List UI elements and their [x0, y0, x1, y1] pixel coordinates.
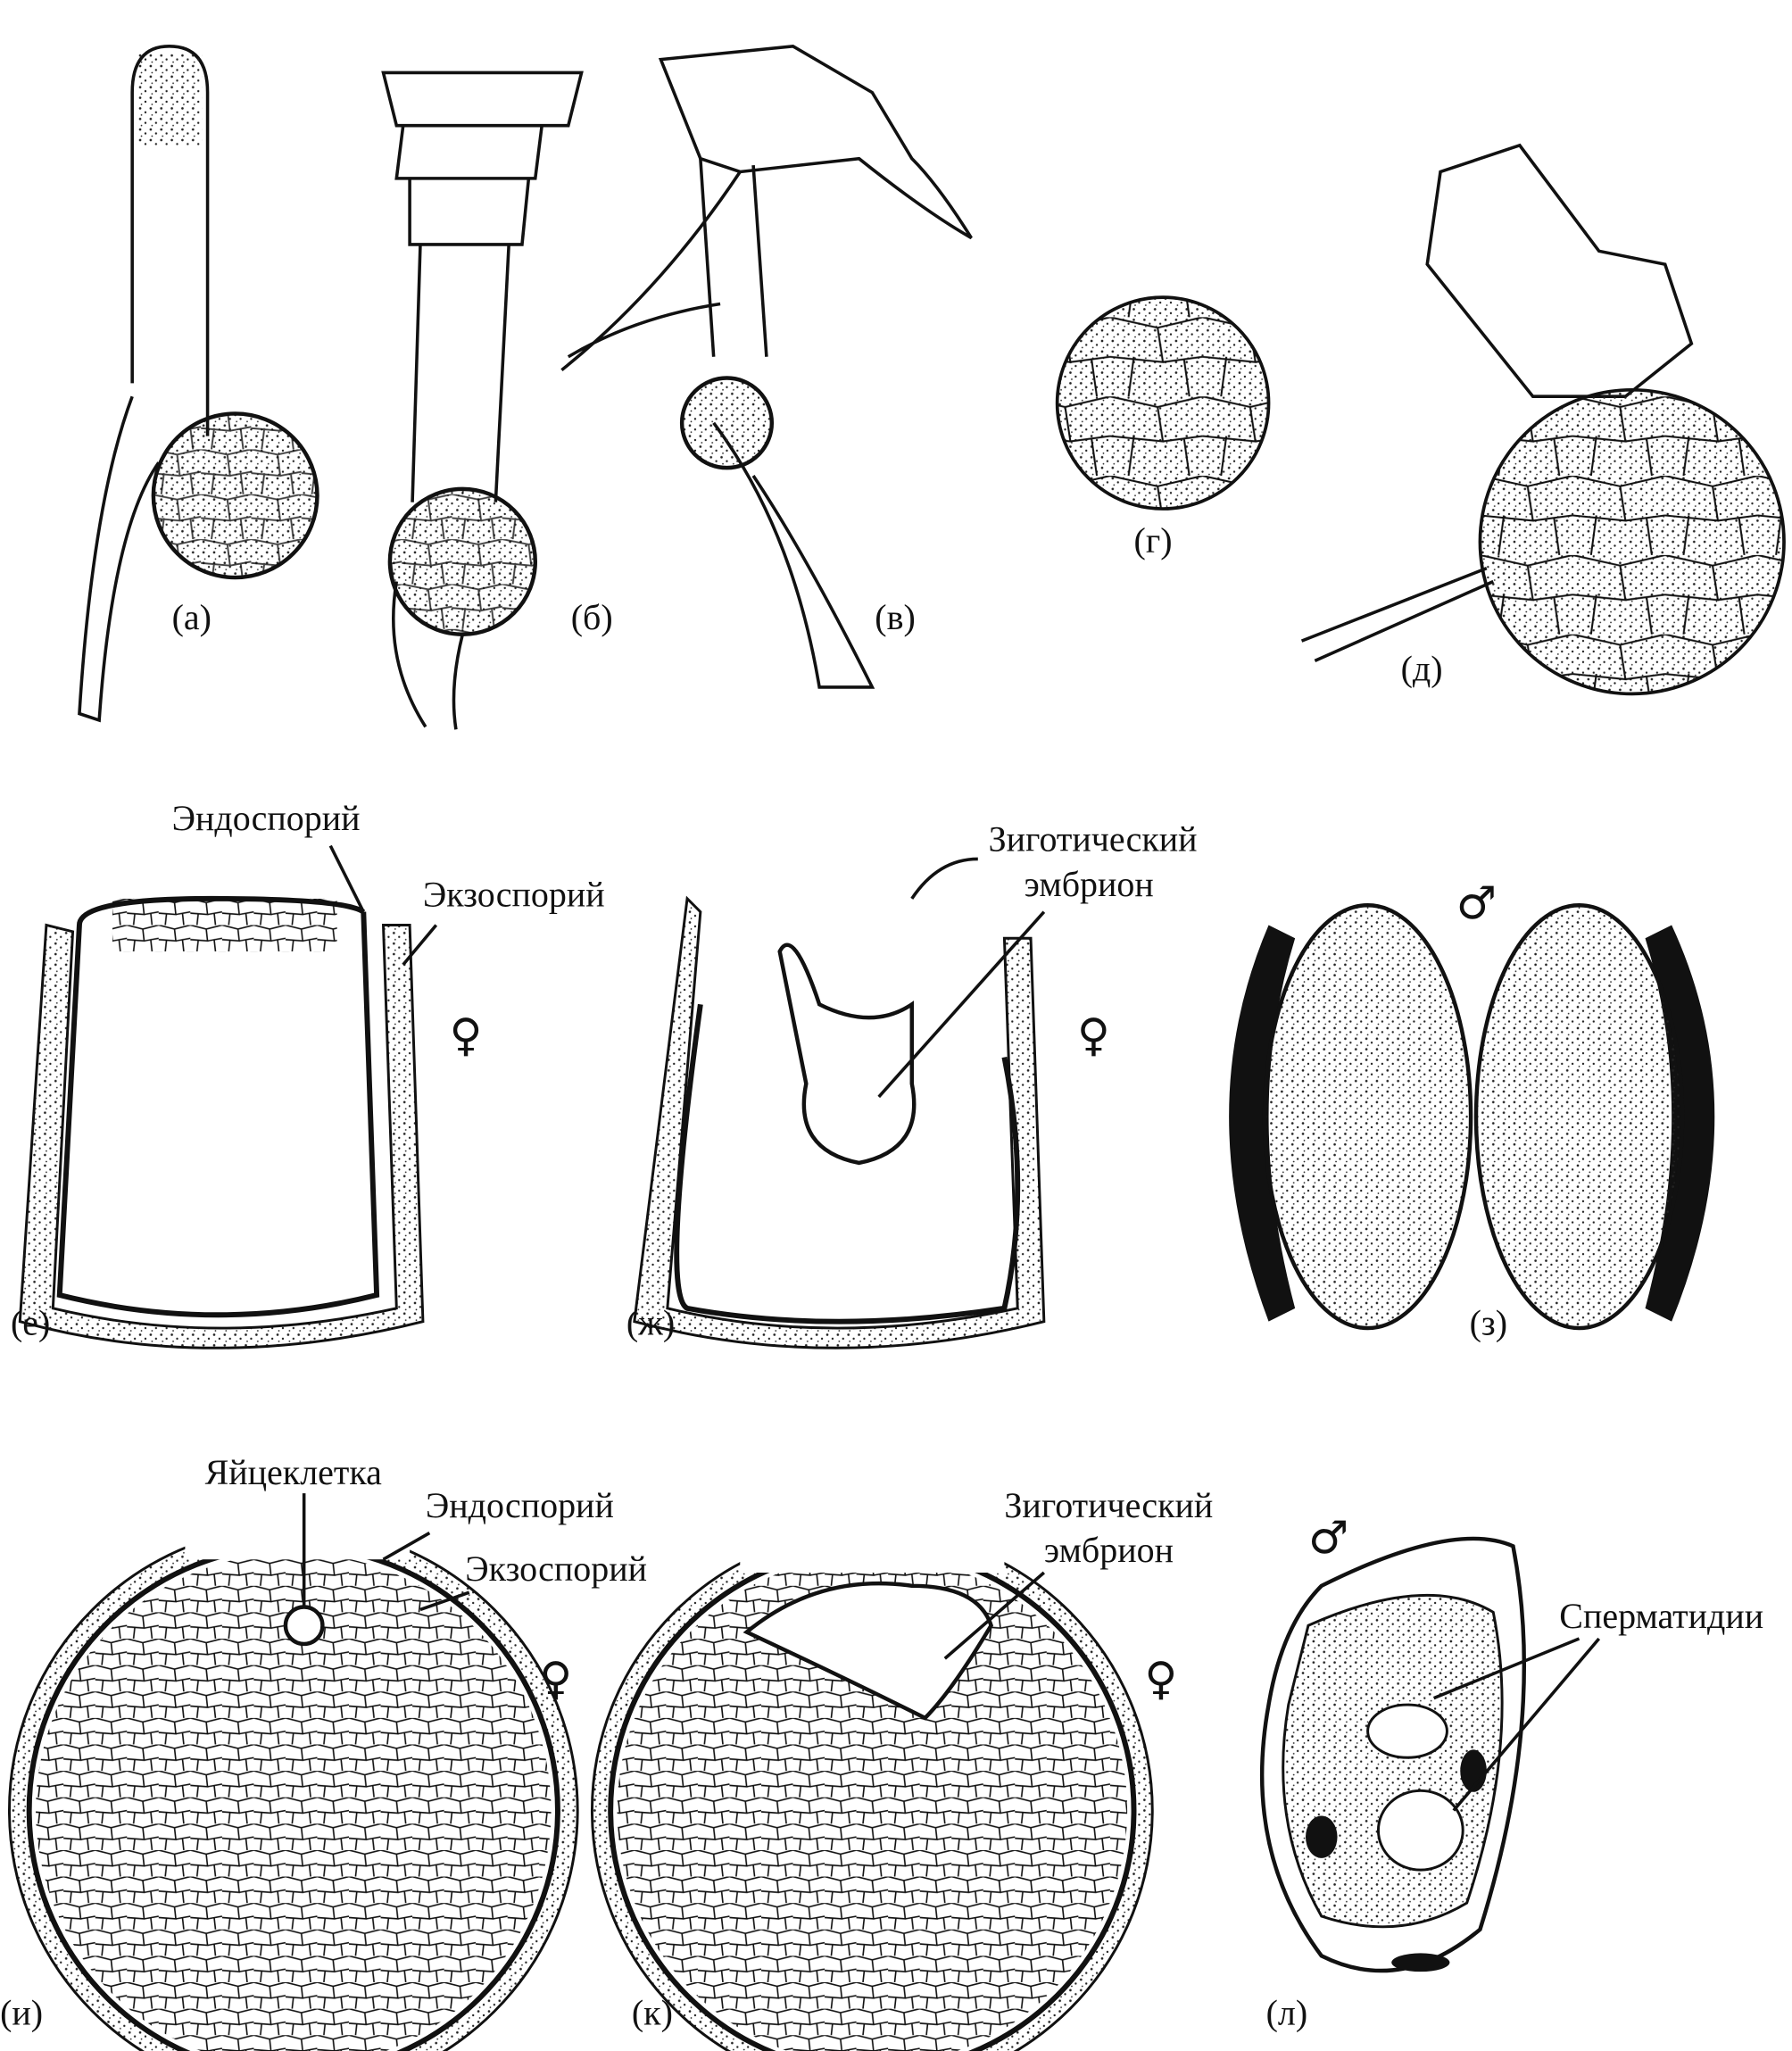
arrow-embryo-zh — [877, 910, 1046, 1099]
arrow-endosporium-e — [328, 844, 365, 913]
annotation-embryo-k-line1: Зиготический — [1004, 1485, 1213, 1525]
panel-l-drawing — [1260, 1536, 1527, 1973]
arrow-exosporium-e — [402, 924, 438, 967]
arrow-endosporium-i — [382, 1532, 431, 1561]
panel-e-drawing — [18, 895, 425, 1349]
annotation-exosporium-e: Экзоспорий — [423, 875, 605, 915]
panel-g-drawing — [1055, 295, 1271, 511]
panel-label-d: (д) — [1401, 649, 1443, 689]
panel-label-a: (а) — [172, 597, 212, 637]
female-symbol-e: ♀ — [450, 1009, 483, 1061]
female-symbol-i: ♀ — [539, 1652, 572, 1705]
panel-a-drawing — [78, 45, 319, 723]
male-symbol-l: ♂ — [1308, 1511, 1348, 1564]
annotation-spermatids: Сперматидии — [1559, 1596, 1763, 1636]
panel-label-zh: (ж) — [626, 1302, 675, 1342]
annotation-endosporium-i: Эндоспорий — [426, 1485, 614, 1525]
panel-b-drawing — [381, 71, 584, 730]
panel-label-z: (з) — [1470, 1302, 1507, 1342]
female-symbol-zh: ♀ — [1077, 1009, 1110, 1061]
panel-label-k: (к) — [632, 1992, 673, 2032]
arrow-exosporium-i — [419, 1590, 470, 1612]
panel-label-e: (е) — [11, 1302, 50, 1342]
annotation-endosporium-e: Эндоспорий — [172, 798, 361, 838]
panel-label-v: (в) — [875, 597, 915, 637]
panel-v-drawing — [560, 44, 973, 689]
annotation-embryo-zh-line2: эмбрион — [1025, 864, 1154, 904]
annotation-embryo-zh-line1: Зиготический — [989, 819, 1198, 859]
female-symbol-k: ♀ — [1144, 1652, 1177, 1705]
annotation-exosporium-i: Экзоспорий — [465, 1549, 647, 1589]
panel-d-drawing — [1300, 143, 1786, 696]
panel-label-i: (и) — [0, 1992, 43, 2032]
panel-i-drawing — [8, 1519, 579, 2051]
panel-label-l: (л) — [1266, 1992, 1308, 2032]
arrow-embryo-k — [943, 1571, 1045, 1660]
arrow-spermatids — [1432, 1637, 1601, 1812]
panel-zh-drawing — [633, 857, 1046, 1349]
panel-label-g: (г) — [1134, 520, 1173, 560]
panel-label-b: (б) — [571, 597, 613, 637]
annotation-embryo-k-line2: эмбрион — [1044, 1530, 1174, 1570]
panel-z-drawing — [1229, 903, 1715, 1331]
male-symbol-z: ♂ — [1456, 876, 1497, 929]
annotation-egg-cell: Яйцеклетка — [205, 1452, 383, 1492]
panel-k-drawing — [591, 1519, 1154, 2051]
